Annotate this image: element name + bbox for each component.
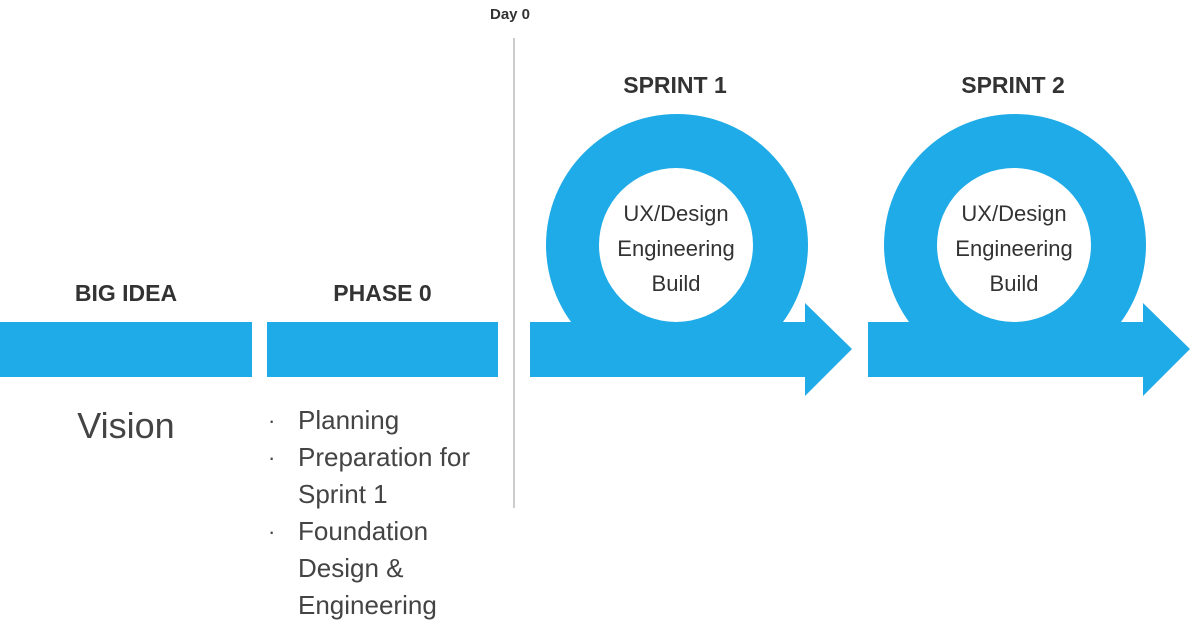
- activity: UX/Design: [961, 201, 1067, 226]
- phase-0-bar: [267, 322, 498, 377]
- day-0-divider: [513, 38, 515, 508]
- sprint-2-loop: [868, 114, 1190, 396]
- day-0-label: Day 0: [490, 6, 531, 23]
- sprint-1-loop: [530, 114, 852, 396]
- list-item: Preparation for Sprint 1: [268, 439, 483, 513]
- big-idea-description: Vision: [77, 405, 175, 446]
- activity: Build: [989, 271, 1039, 296]
- phase-0-title: PHASE 0: [333, 280, 432, 306]
- phase-0-list: Planning Preparation for Sprint 1 Founda…: [268, 402, 483, 624]
- list-item: Planning: [268, 402, 483, 439]
- sprint-2-inner-circle: [937, 168, 1091, 322]
- sprint-2-arrow: [868, 303, 1190, 396]
- activity: Build: [651, 271, 701, 296]
- big-idea-bar: [0, 322, 252, 377]
- sprint-1-arrow: [530, 303, 852, 396]
- sprint-2-title: SPRINT 2: [961, 72, 1065, 98]
- activity: Engineering: [617, 236, 735, 261]
- big-idea-title: BIG IDEA: [74, 280, 178, 306]
- sprint-1-inner-circle: [599, 168, 753, 322]
- activity: UX/Design: [623, 201, 729, 226]
- sprint-1-title: SPRINT 1: [623, 72, 727, 98]
- list-item: Foundation Design & Engineering: [268, 513, 483, 624]
- sprint-1-activities: UX/Design Engineering Build: [596, 196, 756, 301]
- sprint-2-activities: UX/Design Engineering Build: [934, 196, 1094, 301]
- activity: Engineering: [955, 236, 1073, 261]
